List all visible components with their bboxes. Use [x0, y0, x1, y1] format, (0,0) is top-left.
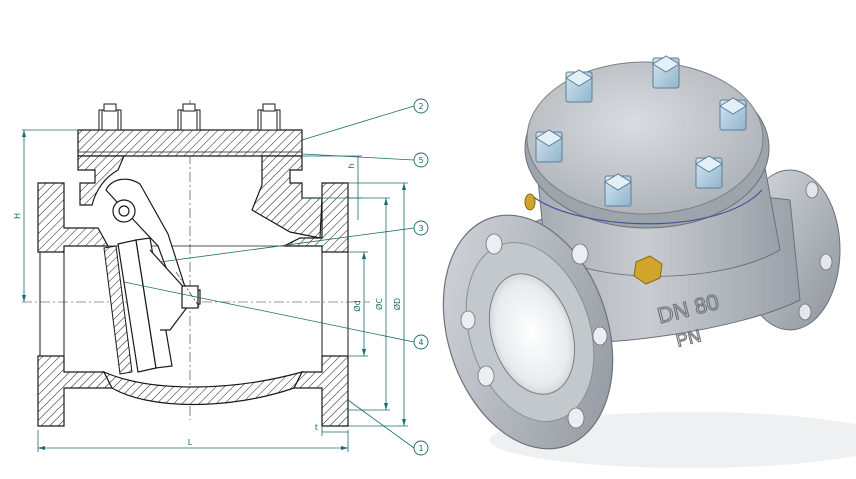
- body-neck-right: [251, 155, 323, 239]
- hex-bolt: [719, 97, 747, 131]
- seat-ring: [103, 245, 133, 375]
- callout-3: 3: [413, 220, 429, 236]
- brass-plug: [524, 193, 536, 211]
- left-flange-bottom: [37, 355, 113, 427]
- cross-section-drawing: L H t h Ød ØC ØD 2 5 3 4: [13, 98, 429, 456]
- hex-bolt: [652, 55, 680, 89]
- body-neck-left: [77, 155, 125, 206]
- bore-opening: [488, 273, 576, 395]
- dim-label-C: ØC: [374, 298, 384, 310]
- bore-outline: [39, 252, 349, 356]
- brass-plug: [633, 255, 663, 285]
- dim-label-H: H: [13, 213, 22, 219]
- dimension-arrows: [22, 130, 406, 450]
- dim-label-D: ØD: [392, 298, 402, 310]
- callout-4: 4: [413, 334, 429, 350]
- brass-plugs: [524, 193, 663, 285]
- svg-text:1: 1: [418, 444, 423, 453]
- leader-lines: [123, 105, 415, 449]
- svg-text:4: 4: [418, 338, 423, 347]
- dim-label-t: t: [315, 423, 318, 432]
- cover-bolts-3d: [535, 55, 747, 207]
- right-flange-bottom: [293, 355, 349, 427]
- swing-disc: [105, 178, 201, 373]
- hex-bolt: [535, 129, 563, 163]
- dim-label-L: L: [188, 438, 193, 447]
- dimension-lines: [22, 129, 408, 452]
- dim-label-h: h: [347, 163, 356, 168]
- hex-bolt: [695, 155, 723, 189]
- callout-5: 5: [413, 152, 429, 168]
- cover-bolts: [98, 103, 281, 131]
- valve-3d-render: DN 80 PN: [442, 55, 856, 468]
- left-flange: [37, 182, 110, 253]
- callout-2: 2: [413, 98, 429, 114]
- svg-text:2: 2: [418, 102, 423, 111]
- svg-text:3: 3: [418, 224, 423, 233]
- hex-bolt: [604, 173, 632, 207]
- callout-1: 1: [413, 440, 429, 456]
- gasket-line: [531, 189, 763, 225]
- center-lines: [22, 100, 370, 420]
- rear-flange-holes: [798, 181, 833, 321]
- body-belly: [102, 370, 304, 406]
- front-flange-holes: [460, 233, 608, 429]
- svg-text:5: 5: [418, 156, 423, 165]
- hex-bolt: [565, 69, 593, 103]
- dim-label-d: Ød: [352, 300, 362, 311]
- right-flange: [283, 182, 349, 253]
